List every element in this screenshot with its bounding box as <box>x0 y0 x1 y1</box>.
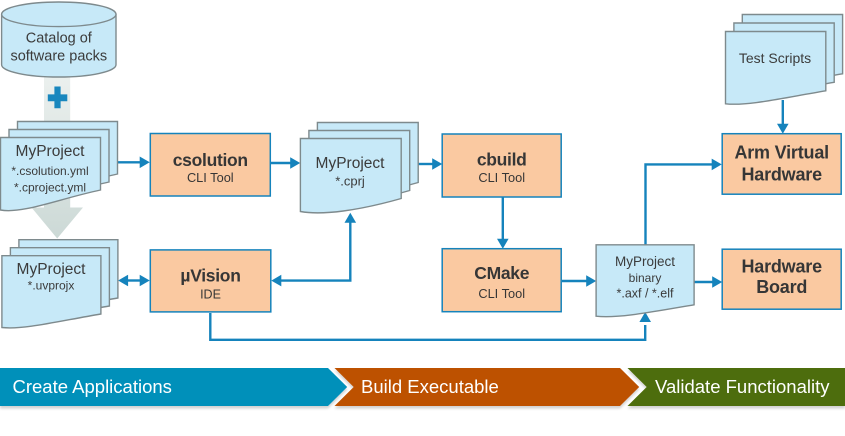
svg-text:MyProject: MyProject <box>16 143 86 160</box>
svg-text:Catalog of: Catalog of <box>26 31 93 47</box>
svg-text:binary: binary <box>629 271 662 285</box>
svg-text:*.axf / *.elf: *.axf / *.elf <box>617 287 674 301</box>
svg-text:software packs: software packs <box>10 49 107 65</box>
svg-text:csolution: csolution <box>173 150 248 170</box>
svg-text:*.uvprojx: *.uvprojx <box>28 279 75 293</box>
svg-text:MyProject: MyProject <box>316 155 386 172</box>
svg-text:CLI Tool: CLI Tool <box>187 170 234 185</box>
svg-text:IDE: IDE <box>200 288 221 302</box>
svg-text:Validate Functionality: Validate Functionality <box>655 376 830 397</box>
svg-text:Build Executable: Build Executable <box>361 376 499 397</box>
svg-text:MyProject: MyProject <box>17 261 87 278</box>
svg-text:Test Scripts: Test Scripts <box>739 50 811 66</box>
svg-text:cbuild: cbuild <box>477 150 527 170</box>
svg-text:Hardware: Hardware <box>741 164 822 184</box>
svg-text:Create Applications: Create Applications <box>13 376 172 397</box>
svg-text:CLI Tool: CLI Tool <box>478 170 525 185</box>
svg-text:Board: Board <box>756 277 807 297</box>
svg-text:*.csolution.yml: *.csolution.yml <box>11 164 88 178</box>
svg-text:CLI Tool: CLI Tool <box>478 286 525 301</box>
svg-text:MyProject: MyProject <box>615 254 675 269</box>
svg-text:*.cproject.yml: *.cproject.yml <box>14 181 86 195</box>
svg-text:CMake: CMake <box>474 263 529 283</box>
svg-text:*.cprj: *.cprj <box>335 174 365 189</box>
svg-text:Arm Virtual: Arm Virtual <box>734 143 829 163</box>
svg-text:Hardware: Hardware <box>741 257 822 277</box>
svg-text:µVision: µVision <box>180 266 240 286</box>
